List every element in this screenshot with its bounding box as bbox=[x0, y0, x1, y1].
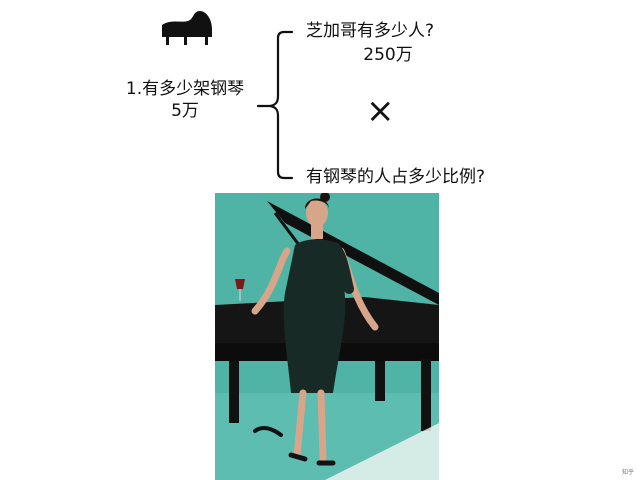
chicago-population-value: 250万 bbox=[363, 45, 413, 65]
multiply-icon: × bbox=[366, 91, 395, 131]
grand-piano-icon bbox=[162, 11, 212, 45]
piano-count-value: 5万 bbox=[171, 101, 199, 121]
woman-with-piano-poster bbox=[215, 193, 439, 480]
watermark: 知乎 bbox=[621, 469, 634, 476]
piano-count-label: 1.有多少架钢琴 bbox=[125, 79, 245, 99]
piano-owner-ratio-question: 有钢琴的人占多少比例? bbox=[306, 167, 486, 187]
chicago-population-question: 芝加哥有多少人? bbox=[306, 21, 435, 41]
curly-brace-icon bbox=[256, 30, 294, 180]
